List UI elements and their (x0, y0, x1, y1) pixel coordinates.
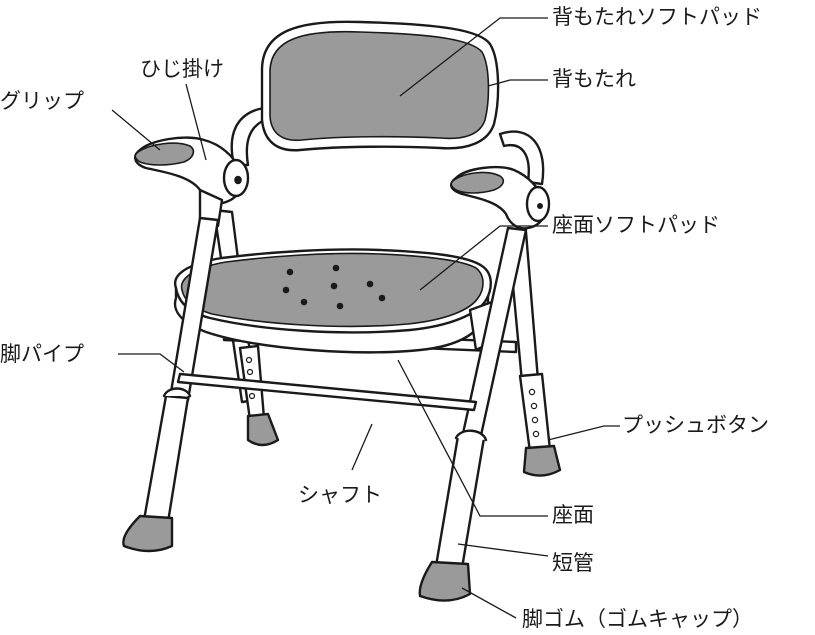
label-armrest: ひじ掛け (140, 57, 224, 81)
leader-lines (111, 17, 620, 619)
front-left-short-tube (142, 394, 190, 524)
label-backrest-soft-pad: 背もたれソフトパッド (552, 5, 762, 29)
backrest-frame (230, 106, 545, 186)
label-leg-pipe: 脚パイプ (0, 342, 84, 366)
label-seat: 座面 (552, 503, 594, 527)
grip-right (450, 171, 505, 194)
front-left-leg (122, 216, 220, 553)
grip-left (134, 142, 195, 166)
seat-holes (282, 264, 386, 310)
seat (173, 248, 498, 354)
backrest (260, 20, 500, 152)
right-armrest (450, 166, 551, 230)
shaft (176, 372, 478, 412)
backrest-soft-pad (269, 30, 490, 142)
label-seat-soft-pad: 座面ソフトパッド (552, 213, 720, 237)
label-short-tube: 短管 (552, 551, 594, 575)
label-shaft: シャフト (298, 483, 382, 507)
label-grip: グリップ (0, 89, 84, 113)
label-backrest: 背もたれ (552, 67, 636, 91)
label-push-button: プッシュボタン (622, 413, 769, 437)
front-right-leg (418, 226, 528, 602)
label-leg-rubber: 脚ゴム（ゴムキャップ） (522, 607, 753, 631)
left-armrest (134, 136, 250, 228)
front-right-short-tube (434, 434, 486, 570)
seat-soft-pad (180, 252, 484, 328)
